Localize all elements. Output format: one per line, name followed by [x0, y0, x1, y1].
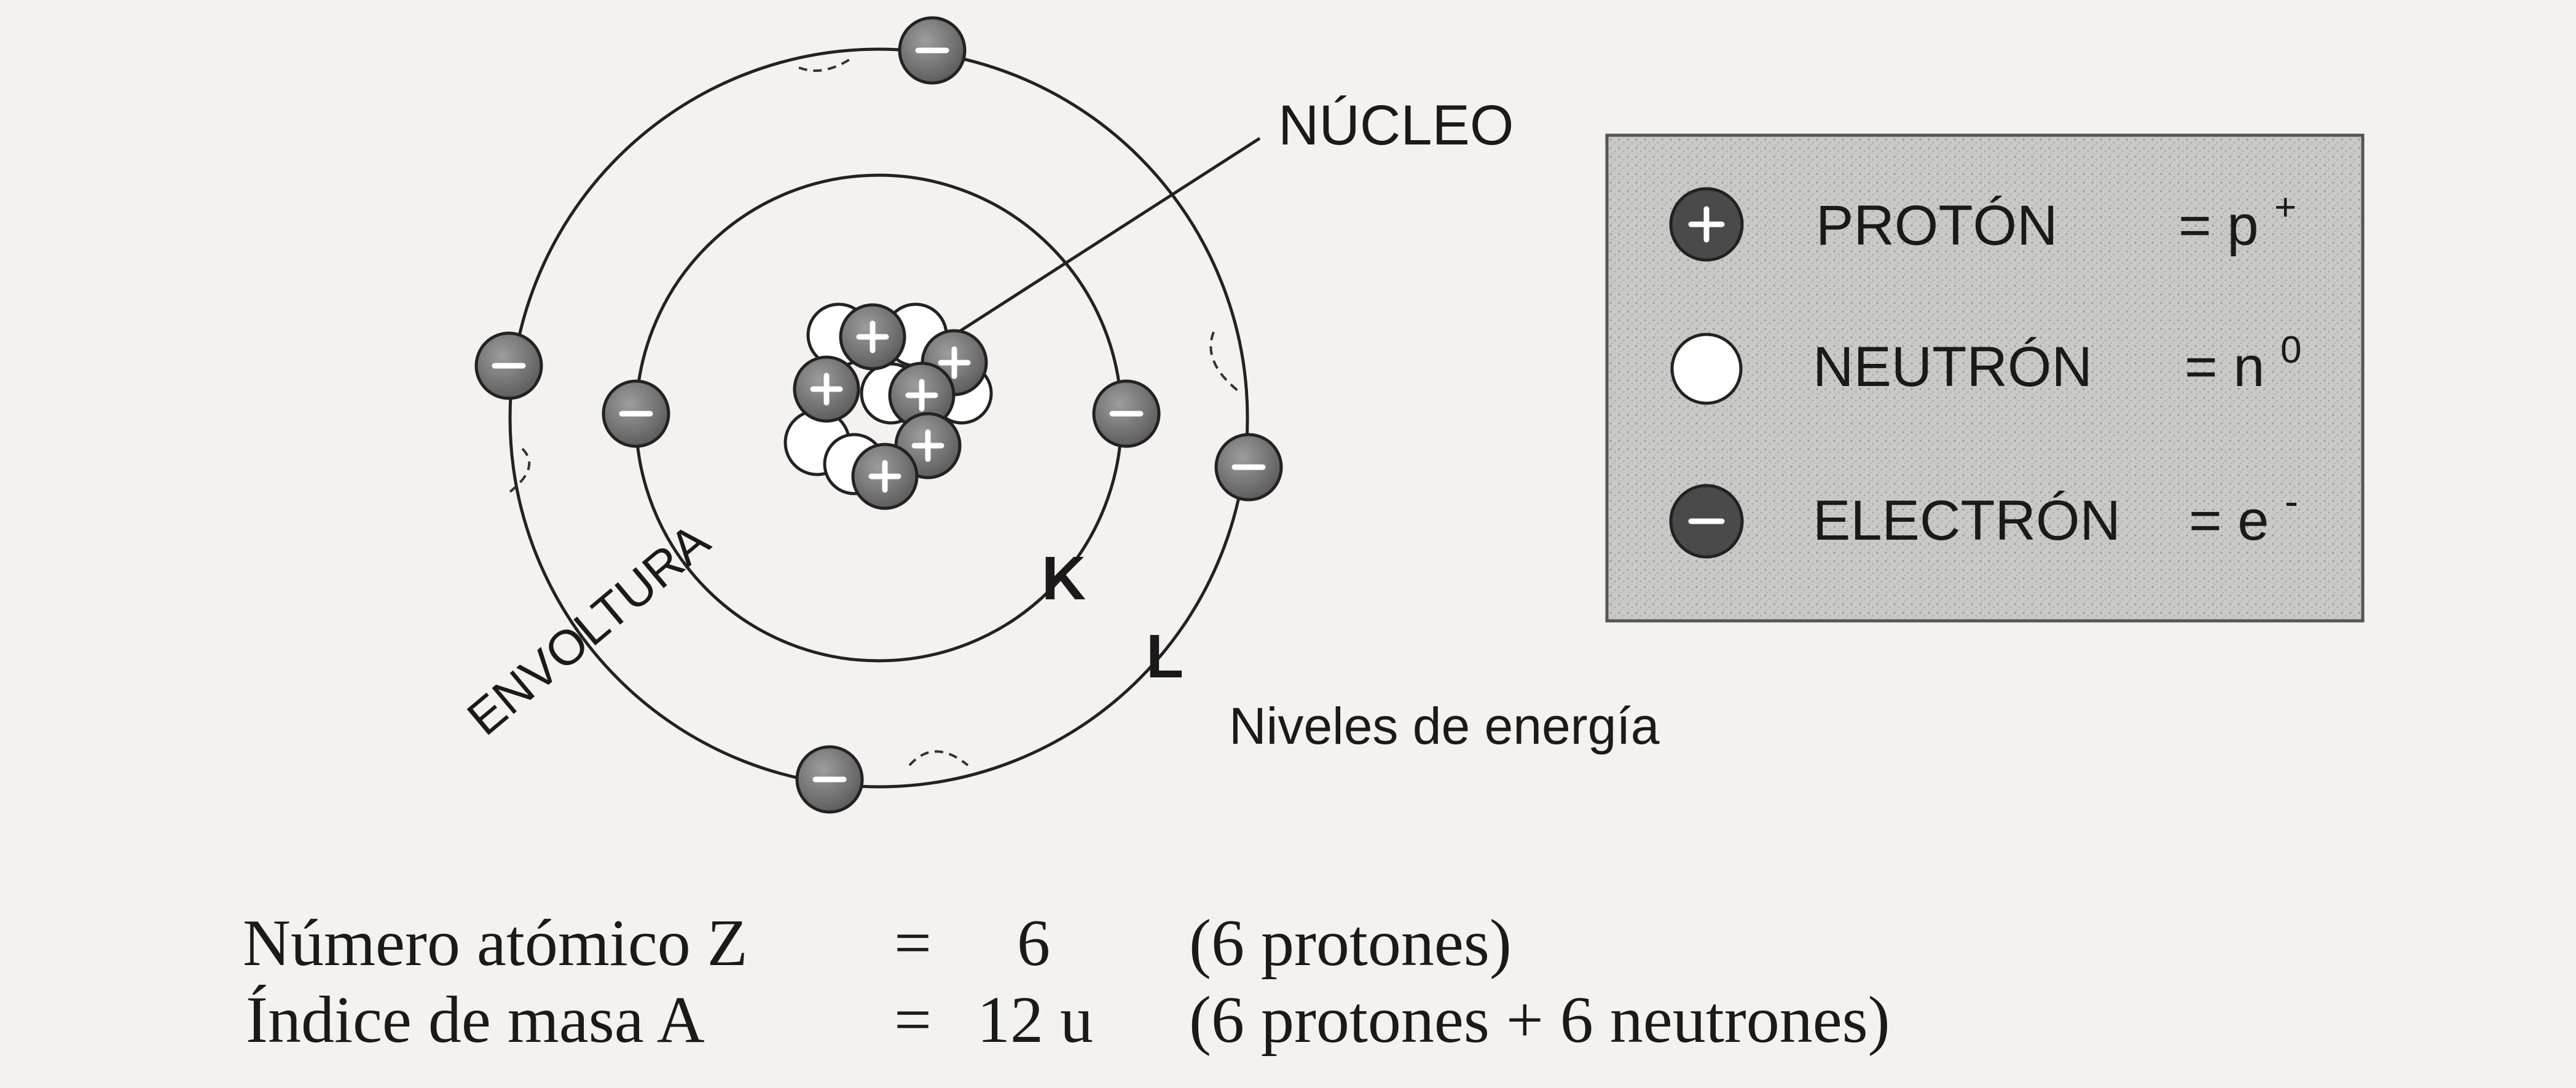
energy-levels-label: Niveles de energía — [1229, 697, 1660, 755]
envelope-label: ENVOLTURA — [457, 513, 720, 746]
orbit-gap — [798, 57, 852, 72]
electron — [1092, 379, 1161, 448]
mass-number-formula: Índice de masa A = 12 u (6 protones + 6 … — [246, 984, 1890, 1057]
legend-row-neutron: NEUTRÓN = n 0 — [1813, 329, 2302, 398]
proton-icon — [1669, 187, 1744, 262]
electron — [474, 331, 543, 400]
atomic-number-eq: = — [894, 907, 932, 980]
atomic-number-formula: Número atómico Z = 6 (6 protones) — [243, 907, 1512, 980]
shell-l-label: L — [1146, 622, 1184, 691]
formulas: Número atómico Z = 6 (6 protones) Índice… — [243, 907, 1890, 1057]
electron — [898, 16, 967, 85]
mass-number-value: 12 u — [977, 984, 1093, 1057]
legend-proton-superscript: + — [2274, 186, 2296, 229]
legend-electron-name: ELECTRÓN — [1813, 489, 2121, 552]
mass-number-note: (6 protones + 6 neutrones) — [1189, 984, 1890, 1057]
shell-k-label: K — [1042, 544, 1086, 613]
neutron-icon — [1670, 333, 1743, 405]
orbit-l — [508, 47, 1249, 789]
orbit-gap — [908, 750, 969, 767]
legend-proton-name: PROTÓN — [1816, 194, 2058, 257]
legend-electron-superscript: - — [2285, 478, 2298, 524]
nucleus — [783, 302, 993, 510]
legend-row-proton: PROTÓN = p + — [1816, 186, 2296, 257]
nucleus-pointer-line — [957, 136, 1261, 334]
proton — [839, 303, 906, 371]
proton — [888, 361, 956, 429]
mass-number-label: Índice de masa A — [246, 984, 705, 1057]
proton — [851, 443, 919, 510]
electron — [1214, 433, 1283, 502]
atomic-number-note: (6 protones) — [1189, 907, 1512, 980]
legend-neutron-superscript: 0 — [2280, 329, 2301, 371]
atomic-number-label: Número atómico Z — [243, 907, 748, 980]
legend-electron-symbol: = e — [2189, 489, 2269, 552]
legend-proton-symbol: = p — [2178, 194, 2258, 257]
orbit-gap — [509, 447, 531, 493]
electron — [602, 379, 670, 448]
electron-icon — [1669, 484, 1744, 559]
legend-neutron-name: NEUTRÓN — [1813, 336, 2092, 398]
nucleus-label: NÚCLEO — [1278, 94, 1514, 157]
orbit-gap — [1209, 331, 1243, 395]
mass-number-eq: = — [894, 984, 932, 1057]
legend-row-electron: ELECTRÓN = e - — [1813, 478, 2298, 552]
electron — [795, 745, 864, 814]
proton — [793, 355, 860, 423]
legend: PROTÓN = p + NEUTRÓN = n 0 ELECTRÓN = e … — [1605, 133, 2365, 623]
legend-neutron-symbol: = n — [2185, 336, 2264, 398]
atomic-number-value: 6 — [1017, 907, 1050, 980]
